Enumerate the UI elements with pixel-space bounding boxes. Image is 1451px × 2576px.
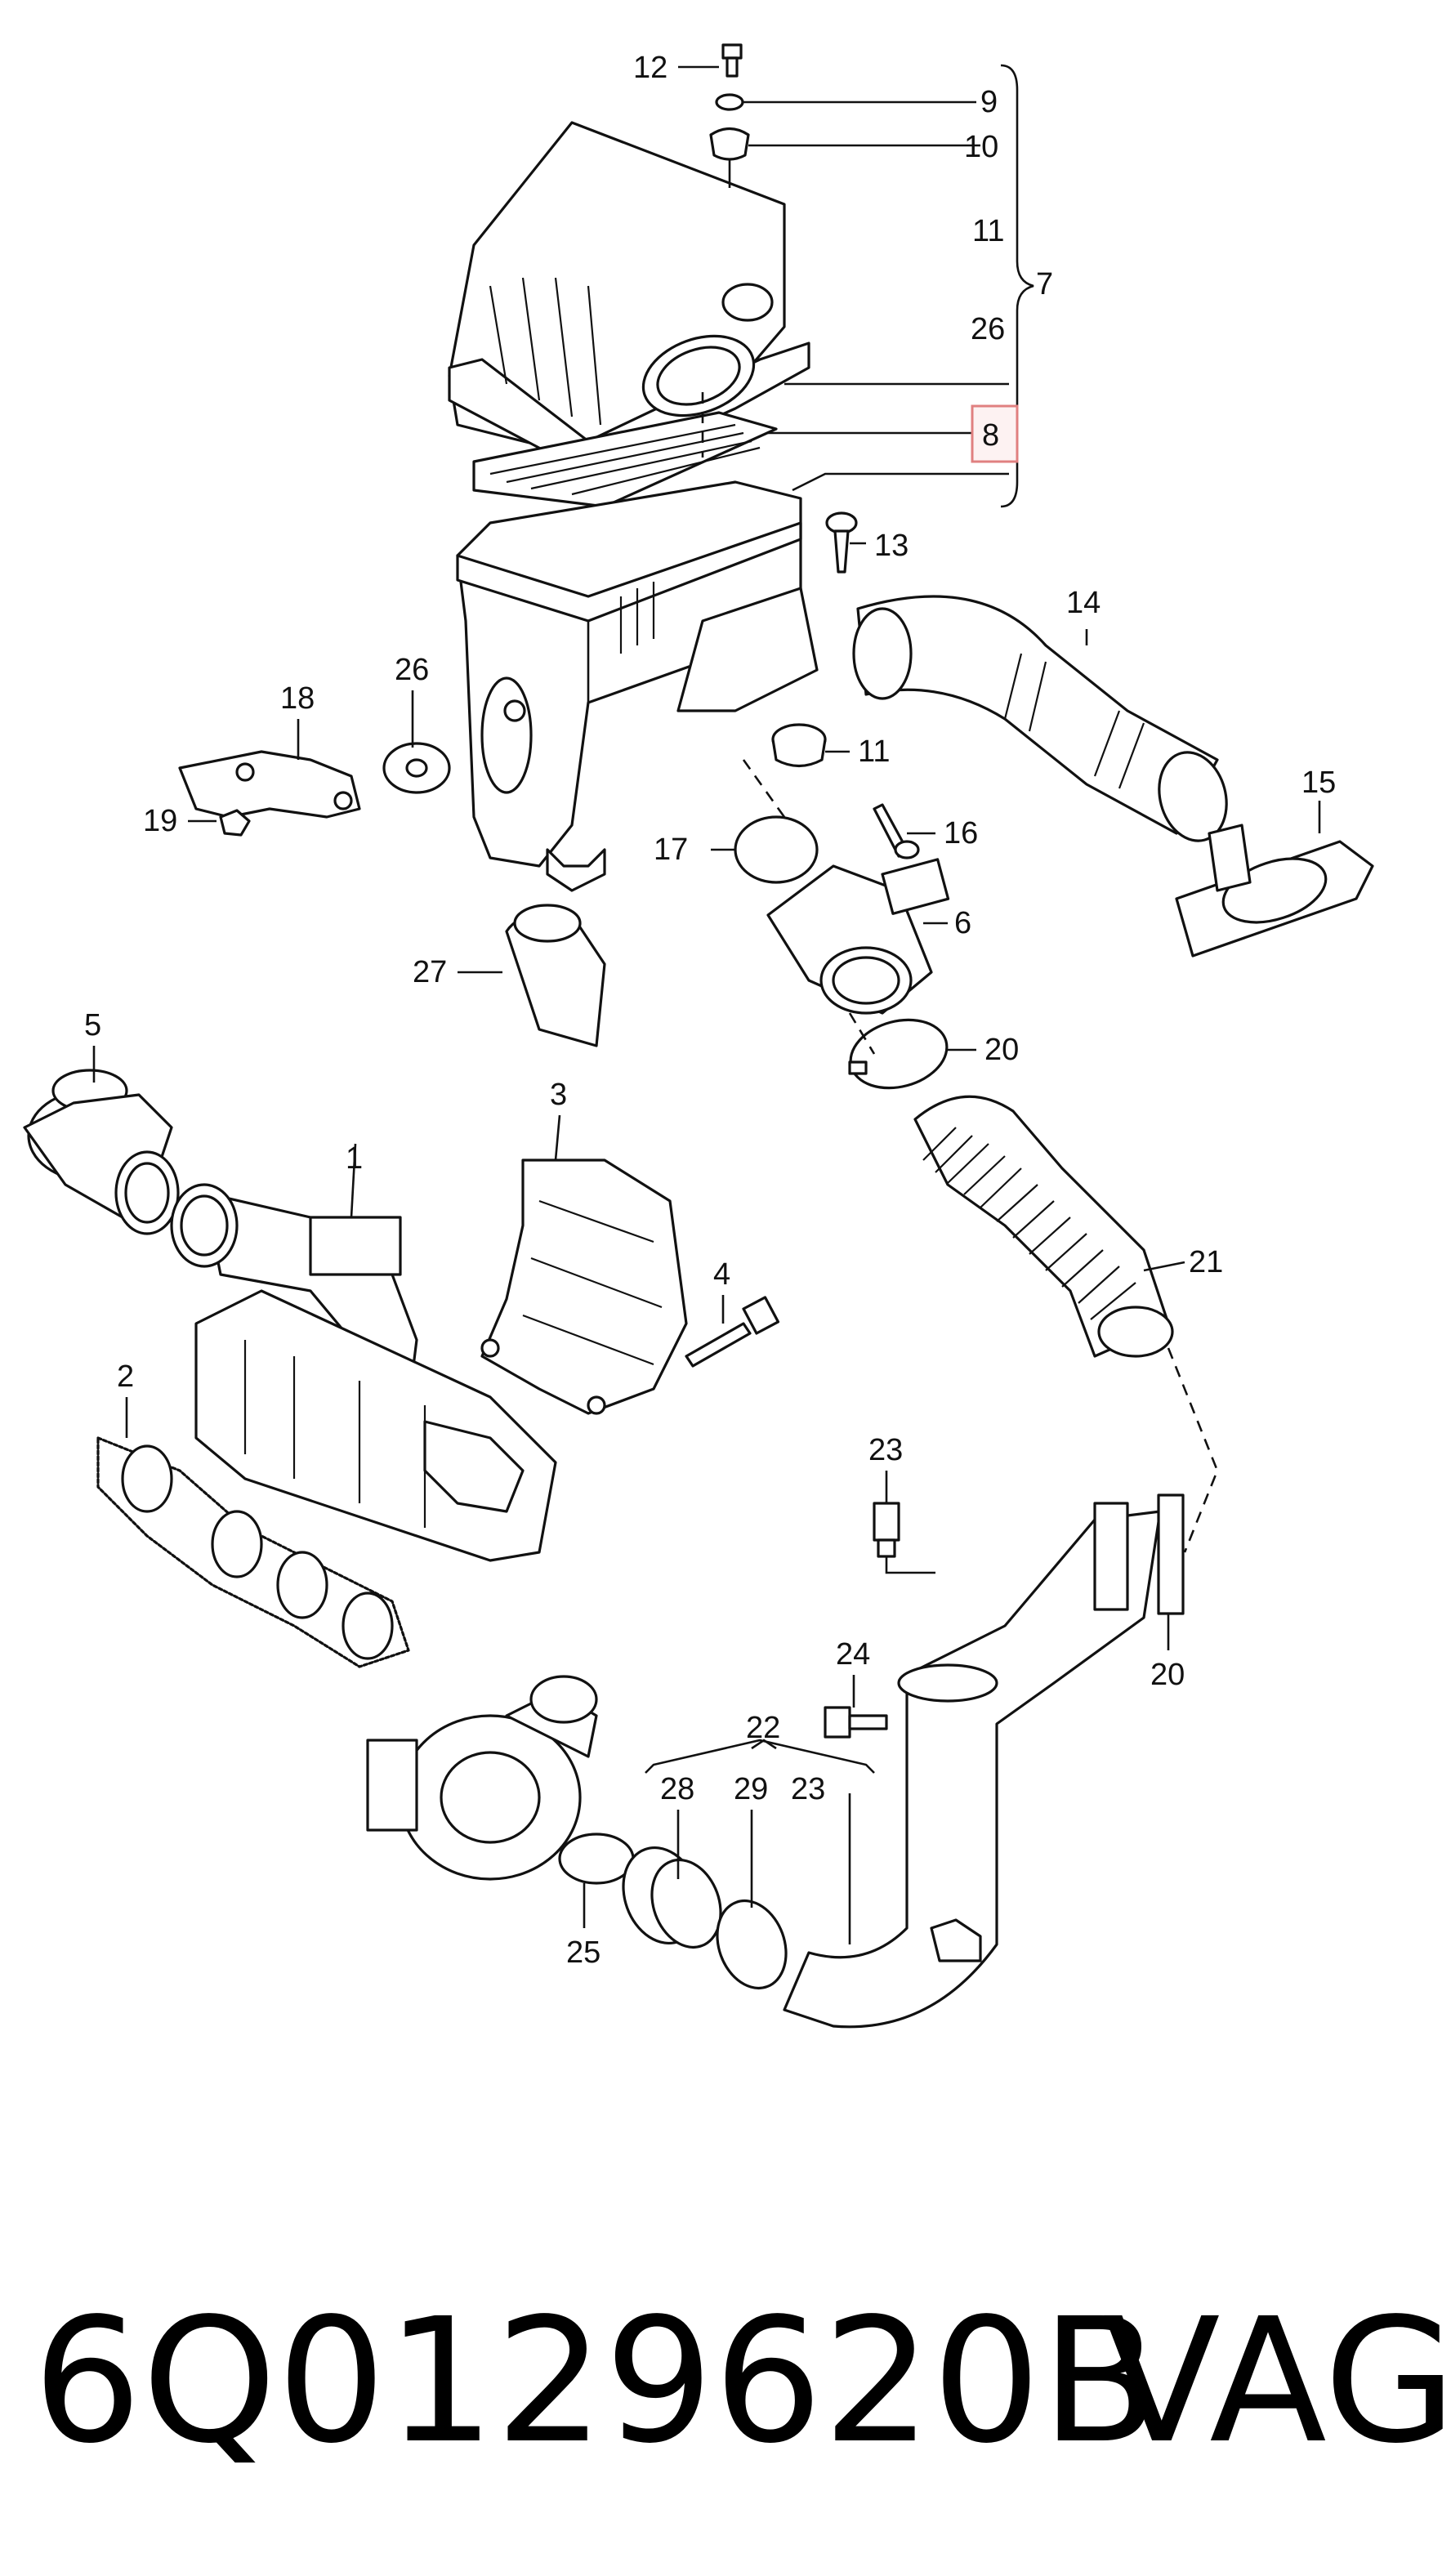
highlight-box-part-8 (971, 404, 1019, 463)
air-mass-meter-6 (766, 858, 950, 1015)
screw-13 (825, 511, 858, 574)
elbow-hose-27 (505, 904, 606, 1047)
exploded-parts-diagram: 12 9 10 11 7 26 8 13 14 11 15 16 17 6 20… (23, 43, 1374, 2029)
callout-6: 6 (954, 906, 971, 940)
callout-4: 4 (713, 1257, 730, 1292)
air-filter-element (472, 411, 778, 508)
callout-11-top: 11 (972, 214, 1004, 248)
sleeve-28 (622, 1846, 722, 1949)
callout-labels: 12 9 10 11 7 26 8 13 14 11 15 16 17 6 20… (84, 51, 1336, 1970)
charge-air-pipe-22 (783, 1493, 1185, 2029)
callout-15: 15 (1301, 766, 1336, 800)
callout-16: 16 (944, 816, 978, 850)
nut-19 (219, 809, 251, 837)
dashed-connection-lines (701, 392, 1219, 1553)
flange-15 (1175, 824, 1374, 958)
callout-20-upper: 20 (984, 1033, 1019, 1067)
callout-26-top: 26 (971, 312, 1005, 346)
intake-gasket-2 (96, 1436, 410, 1668)
callout-26-mid: 26 (395, 653, 429, 687)
callout-5: 5 (84, 1008, 101, 1042)
intake-manifold-1 (170, 1183, 557, 1562)
bolt-24 (824, 1706, 888, 1739)
washer-9 (715, 93, 744, 111)
clamp-29 (716, 1899, 788, 1990)
callout-3: 3 (550, 1078, 567, 1112)
callout-13: 13 (874, 529, 909, 563)
clamp-20-upper (848, 1018, 949, 1090)
bracket-18 (178, 750, 361, 819)
leader-lines (92, 64, 1321, 1944)
turbocharger (366, 1675, 598, 1881)
callout-11-mid: 11 (858, 734, 890, 769)
part-number: 6Q0129620B (33, 2281, 1159, 2481)
egr-valve-5 (23, 1069, 180, 1235)
footer: 6Q0129620B VAG (33, 2279, 1451, 2484)
callout-7: 7 (1036, 267, 1053, 301)
callout-28: 28 (660, 1772, 694, 1806)
callout-8: 8 (982, 418, 999, 453)
callout-20-lower: 20 (1150, 1658, 1185, 1692)
callout-22: 22 (746, 1711, 780, 1745)
sensor-23 (873, 1502, 900, 1558)
screw-16 (873, 803, 920, 859)
callout-9: 9 (980, 85, 998, 119)
callout-25: 25 (566, 1935, 600, 1970)
callout-1: 1 (346, 1141, 363, 1176)
bolt-12 (721, 43, 743, 78)
callout-23-lower: 23 (791, 1772, 825, 1806)
heat-shield-3 (480, 1159, 688, 1415)
mount-26 (382, 742, 451, 794)
callout-29: 29 (734, 1772, 768, 1806)
grommet-10 (709, 127, 750, 161)
clamp-25 (558, 1833, 635, 1885)
corrugated-hose-21 (913, 1095, 1174, 1358)
callout-17: 17 (654, 833, 688, 867)
callout-23-upper: 23 (868, 1433, 903, 1467)
callout-24: 24 (836, 1637, 870, 1672)
callout-10: 10 (964, 130, 998, 164)
callout-19: 19 (143, 804, 177, 838)
callout-27: 27 (413, 955, 447, 989)
callout-18: 18 (280, 681, 315, 716)
diagram-canvas: 12 9 10 11 7 26 8 13 14 11 15 16 17 6 20… (23, 43, 1374, 2029)
o-ring-17 (734, 815, 819, 884)
callout-2: 2 (117, 1359, 134, 1394)
brand: VAG (1103, 2281, 1451, 2481)
intake-hose-14 (852, 595, 1228, 842)
air-filter-lid (448, 121, 810, 475)
bolt-4 (685, 1296, 780, 1368)
grommet-11 (771, 723, 827, 768)
air-filter-housing-lower (456, 480, 819, 892)
callout-14: 14 (1066, 586, 1101, 620)
callout-12: 12 (633, 51, 667, 85)
callout-21: 21 (1189, 1245, 1223, 1279)
